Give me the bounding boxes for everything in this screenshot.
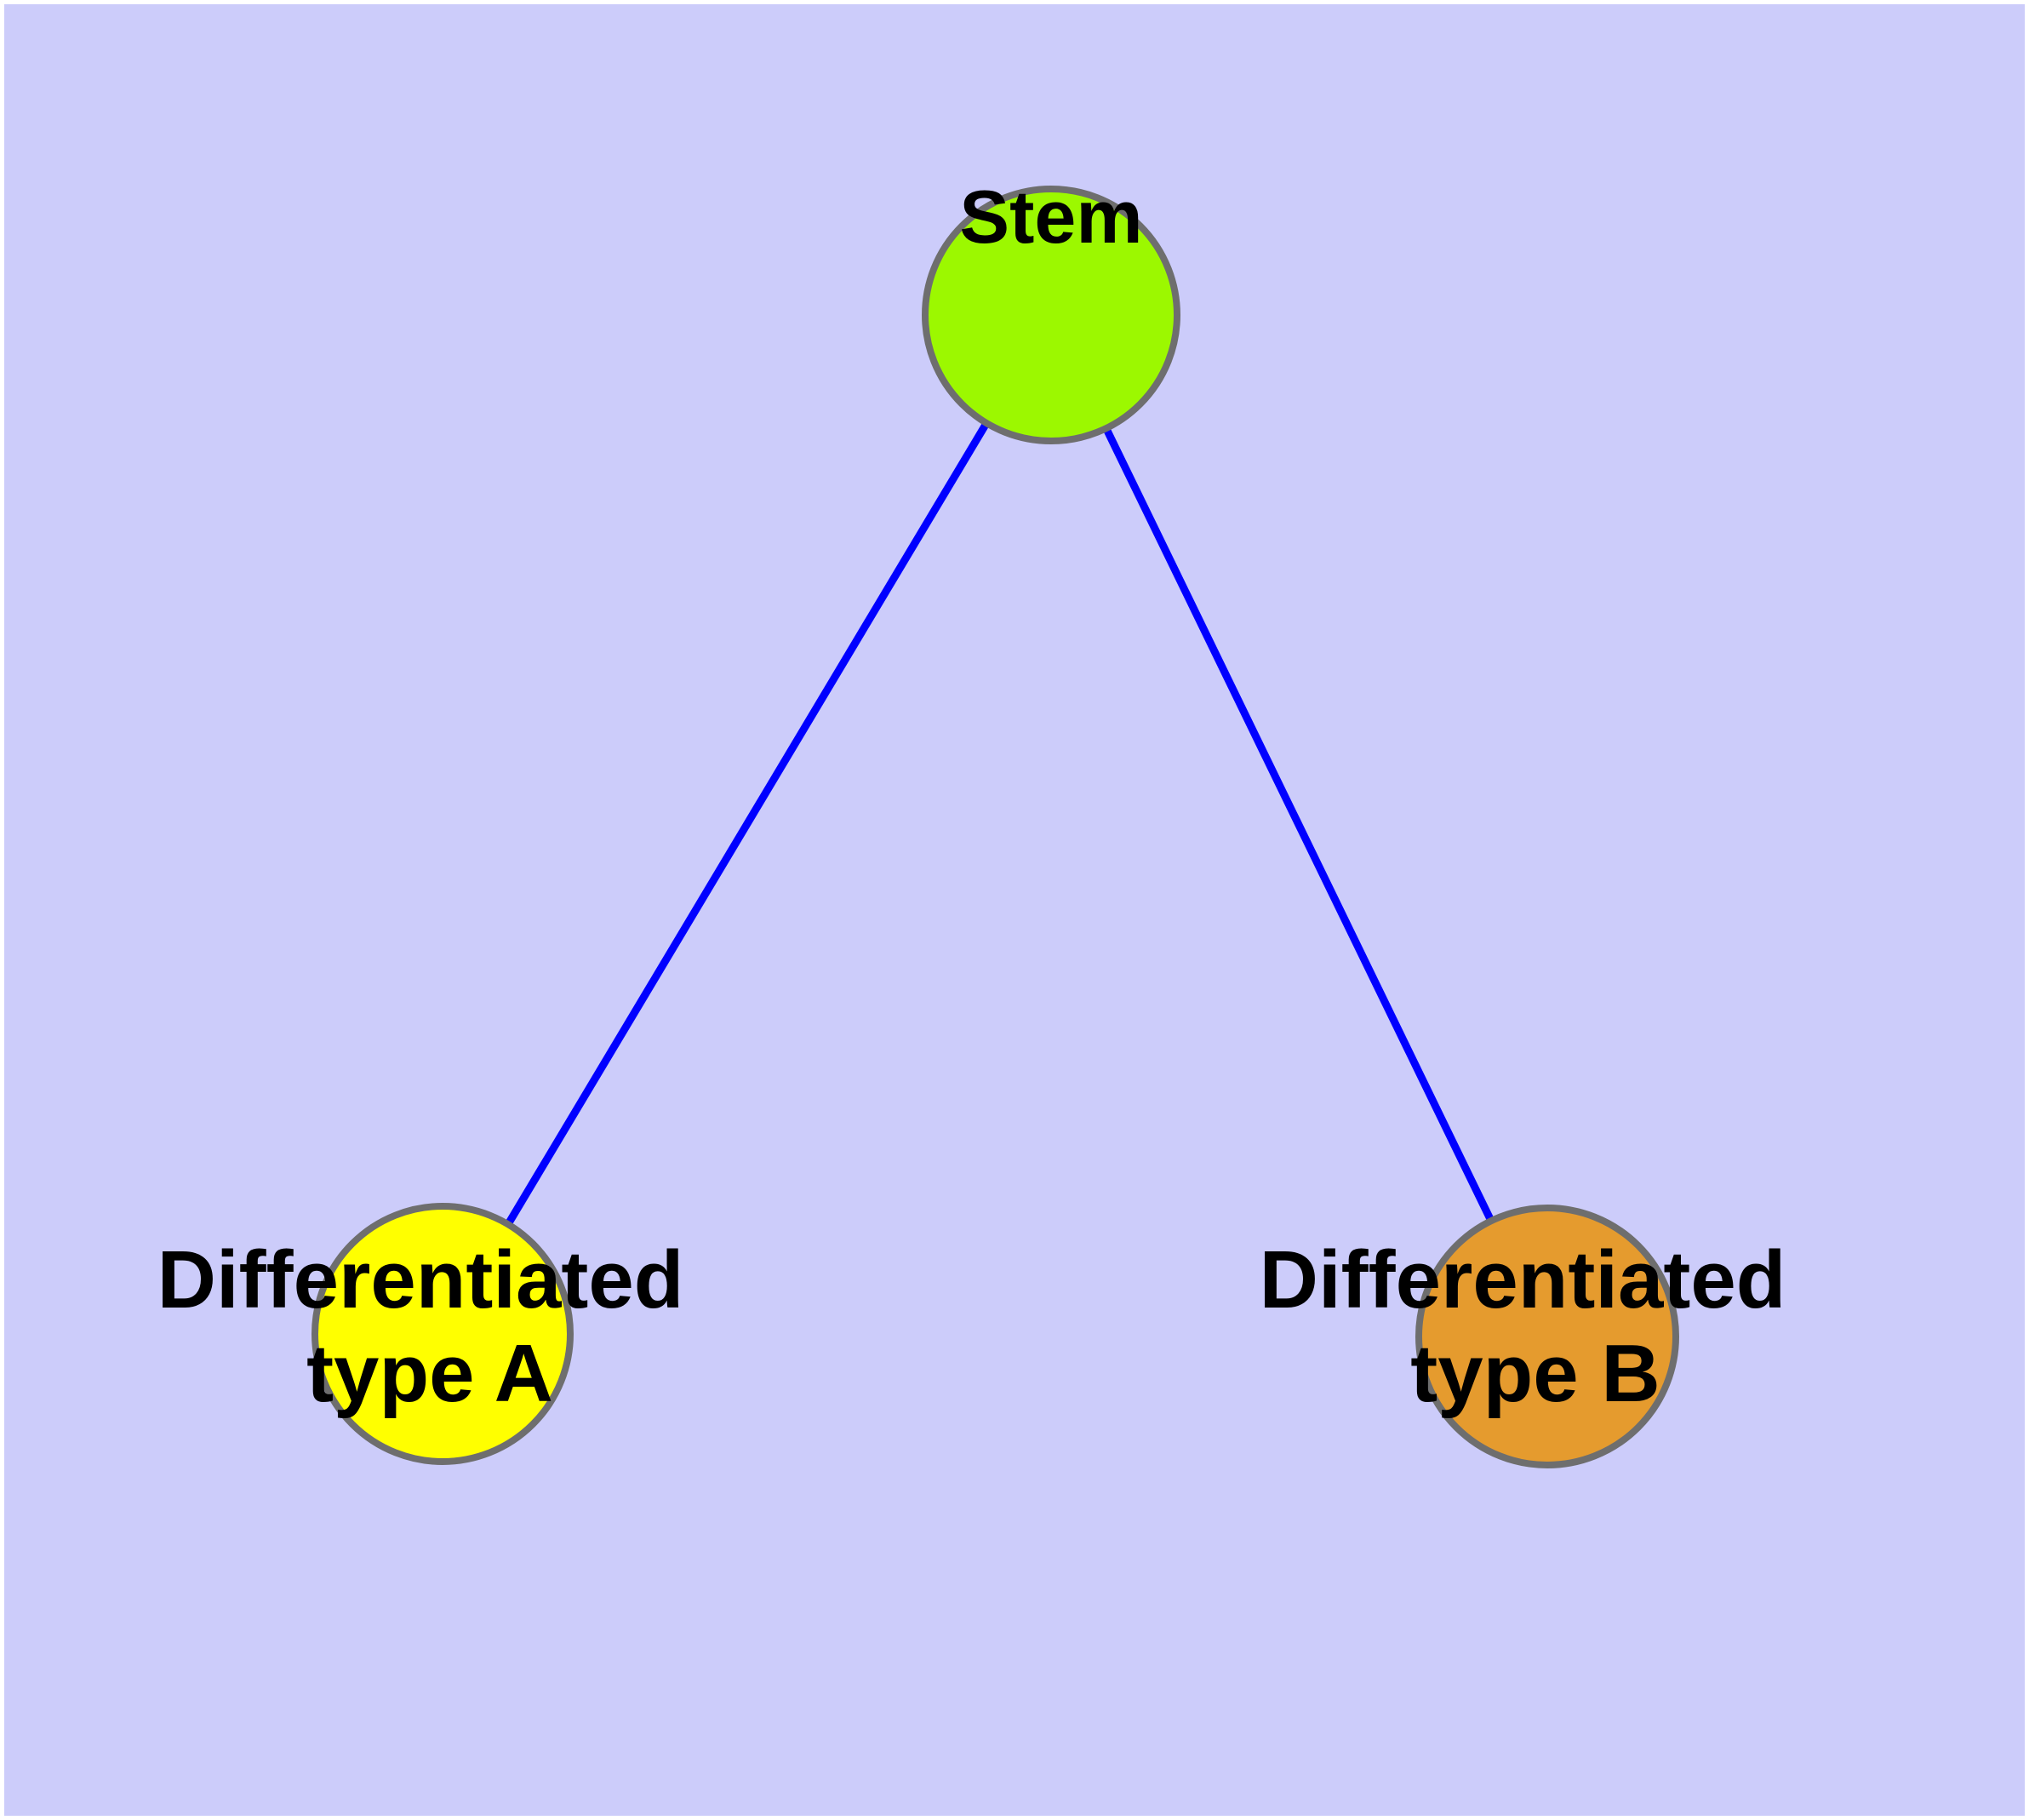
label-layer: Stem Differentiated type A Differentiate… bbox=[157, 175, 1786, 1419]
edge-layer bbox=[439, 312, 1552, 1338]
edge-stem-to-differentiated-type-a[interactable] bbox=[439, 312, 1055, 1336]
node-differentiated-type-b-label-line1: Differentiated bbox=[1260, 1234, 1786, 1325]
node-layer bbox=[311, 186, 1679, 1468]
node-differentiated-type-a[interactable] bbox=[311, 1203, 574, 1465]
node-differentiated-type-b-circle[interactable] bbox=[1415, 1205, 1679, 1468]
node-stem-label: Stem bbox=[959, 175, 1142, 259]
node-differentiated-type-a-label-line2: type A bbox=[306, 1328, 553, 1419]
edge-stem-to-differentiated-type-b[interactable] bbox=[1047, 313, 1552, 1338]
node-stem[interactable] bbox=[922, 186, 1180, 444]
node-differentiated-type-b[interactable] bbox=[1415, 1205, 1679, 1468]
node-differentiated-type-a-label-line1: Differentiated bbox=[157, 1234, 684, 1325]
node-differentiated-type-b-label-line2: type B bbox=[1410, 1328, 1660, 1419]
node-differentiated-type-a-circle[interactable] bbox=[311, 1203, 574, 1465]
node-stem-circle[interactable] bbox=[922, 186, 1180, 444]
